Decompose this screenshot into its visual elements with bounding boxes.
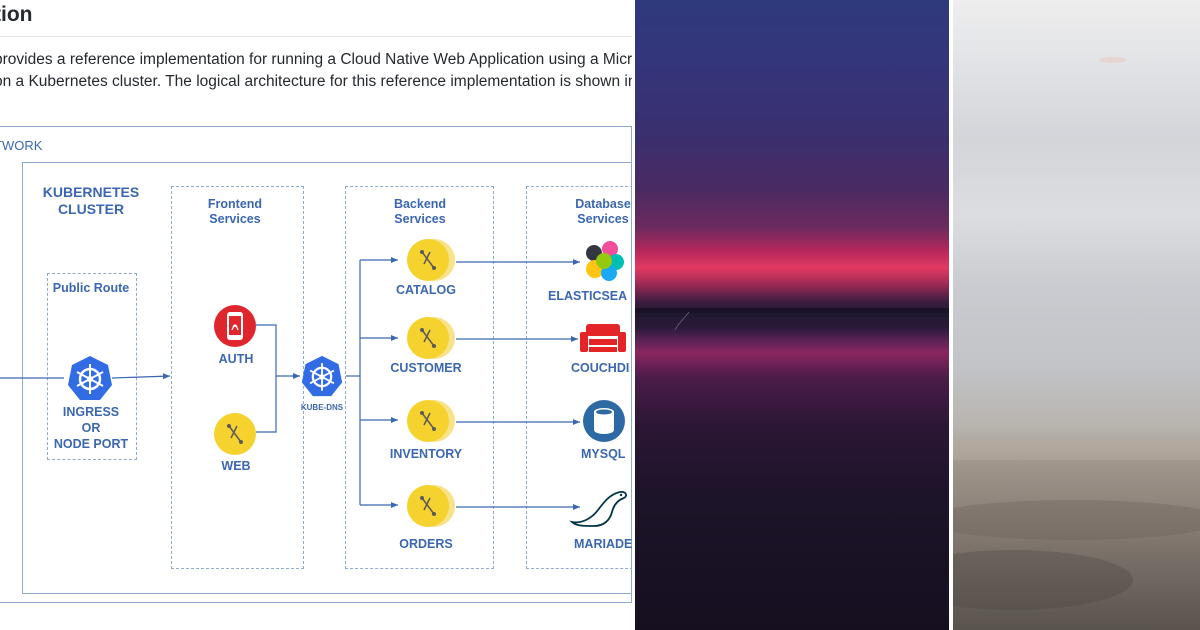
couchdb-icon bbox=[580, 324, 626, 352]
misty-shore-photo bbox=[953, 0, 1200, 630]
paragraph-line-1: provides a reference implementation for … bbox=[0, 51, 632, 68]
document-panel: tion provides a reference implementation… bbox=[0, 3, 632, 603]
database-node-mysql: MYSQL bbox=[581, 447, 626, 461]
public-route-group bbox=[47, 273, 137, 460]
paragraph-line-2: on a Kubernetes cluster. The logical arc… bbox=[0, 73, 632, 90]
shore-texture bbox=[953, 57, 1200, 610]
backend-services-label: Backend Services bbox=[393, 197, 447, 226]
catalog-service-icon bbox=[407, 239, 455, 281]
web-service-icon bbox=[214, 413, 256, 455]
mariadb-seal-icon bbox=[569, 490, 627, 527]
orders-service-icon bbox=[407, 485, 455, 527]
backend-node-catalog: CATALOG bbox=[396, 283, 456, 297]
ingress-label-line2: OR bbox=[81, 421, 101, 435]
inventory-service-icon bbox=[407, 400, 455, 442]
panel-divider-2 bbox=[949, 0, 953, 630]
database-services-label: Database Services bbox=[575, 197, 631, 226]
backend-node-inventory: INVENTORY bbox=[389, 447, 463, 461]
ingress-kubernetes-icon bbox=[68, 356, 112, 400]
cluster-label: KUBERNETES CLUSTER bbox=[42, 184, 140, 217]
network-boundary bbox=[0, 126, 632, 603]
kube-dns-label: KUBE-DNS bbox=[300, 403, 344, 412]
ingress-label-line1: INGRESS bbox=[62, 405, 120, 419]
connector-lines bbox=[0, 257, 580, 510]
customer-service-icon bbox=[407, 317, 455, 359]
mysql-database-icon bbox=[583, 400, 625, 442]
frontend-node-auth: AUTH bbox=[218, 352, 254, 366]
network-label: TWORK bbox=[0, 138, 43, 153]
backend-node-orders: ORDERS bbox=[399, 537, 453, 551]
backend-services-group bbox=[345, 186, 494, 569]
database-node-mariadb: MARIADE bbox=[574, 537, 632, 551]
elasticsearch-icon bbox=[586, 241, 624, 281]
kube-dns-kubernetes-icon bbox=[301, 355, 343, 397]
panel-divider-1 bbox=[632, 0, 635, 630]
frontend-node-web: WEB bbox=[221, 459, 251, 473]
public-route-label: Public Route bbox=[52, 281, 130, 295]
backend-node-customer: CUSTOMER bbox=[390, 361, 462, 375]
ingress-label-line3: NODE PORT bbox=[53, 437, 129, 451]
auth-fingerprint-icon bbox=[214, 305, 256, 347]
night-sea-texture bbox=[635, 308, 949, 331]
database-services-group bbox=[526, 186, 632, 569]
page-title: tion bbox=[0, 3, 33, 26]
database-node-couchdb: COUCHDI bbox=[571, 361, 630, 375]
database-node-elasticsearch: ELASTICSEA bbox=[548, 289, 628, 303]
night-sea-photo bbox=[635, 0, 949, 630]
frontend-services-label: Frontend Services bbox=[207, 197, 263, 226]
title-divider bbox=[0, 36, 632, 37]
